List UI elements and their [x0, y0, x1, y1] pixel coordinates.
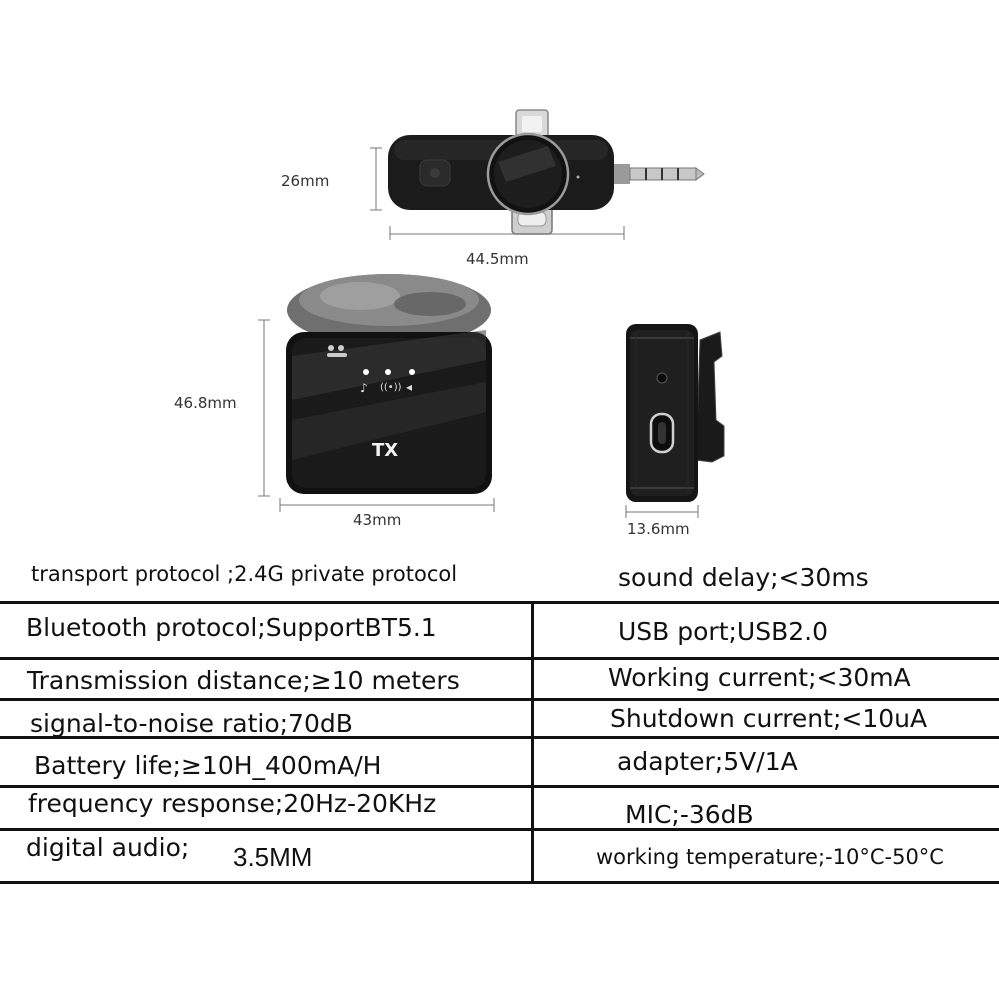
spec-working-temperature: working temperature;-10°C-50°C: [596, 845, 944, 869]
tx-label: TX: [372, 440, 399, 461]
receiver-width-label: 44.5mm: [466, 250, 529, 268]
table-divider: [0, 736, 999, 739]
spec-digital-audio-label: digital audio;: [26, 833, 190, 862]
spec-shutdown-current: Shutdown current;<10uA: [610, 704, 928, 733]
spec-sound-delay: sound delay;<30ms: [618, 563, 869, 592]
svg-text:♪: ♪: [360, 381, 368, 395]
spec-usb-port: USB port;USB2.0: [618, 617, 829, 646]
receiver-height-label: 26mm: [281, 172, 330, 190]
spec-battery-life: Battery life;≥10H_400mA/H: [34, 751, 382, 780]
spec-digital-audio-value: 3.5MM: [233, 842, 313, 872]
spec-transmission-distance: Transmission distance;≥10 meters: [27, 666, 460, 695]
table-divider: [0, 881, 999, 884]
table-divider: [0, 698, 999, 701]
table-divider: [0, 785, 999, 788]
table-divider: [0, 601, 999, 604]
tx-height-label: 46.8mm: [174, 394, 237, 412]
spec-frequency-response: frequency response;20Hz-20KHz: [28, 789, 437, 818]
spec-working-current: Working current;<30mA: [608, 663, 911, 692]
tx-width-label: 43mm: [353, 511, 402, 529]
spec-adapter: adapter;5V/1A: [617, 747, 798, 776]
table-column-divider: [531, 601, 534, 884]
spec-bluetooth-protocol: Bluetooth protocol;SupportBT5.1: [26, 613, 437, 642]
svg-text:◂: ◂: [406, 380, 412, 394]
svg-text:((•)): ((•)): [380, 382, 402, 393]
spec-mic: MIC;-36dB: [625, 800, 754, 829]
tx-depth-label: 13.6mm: [627, 520, 690, 538]
table-divider: [0, 828, 999, 831]
spec-snr: signal-to-noise ratio;70dB: [30, 709, 353, 738]
spec-transport-protocol: transport protocol ;2.4G private protoco…: [31, 562, 458, 586]
table-divider: [0, 657, 999, 660]
